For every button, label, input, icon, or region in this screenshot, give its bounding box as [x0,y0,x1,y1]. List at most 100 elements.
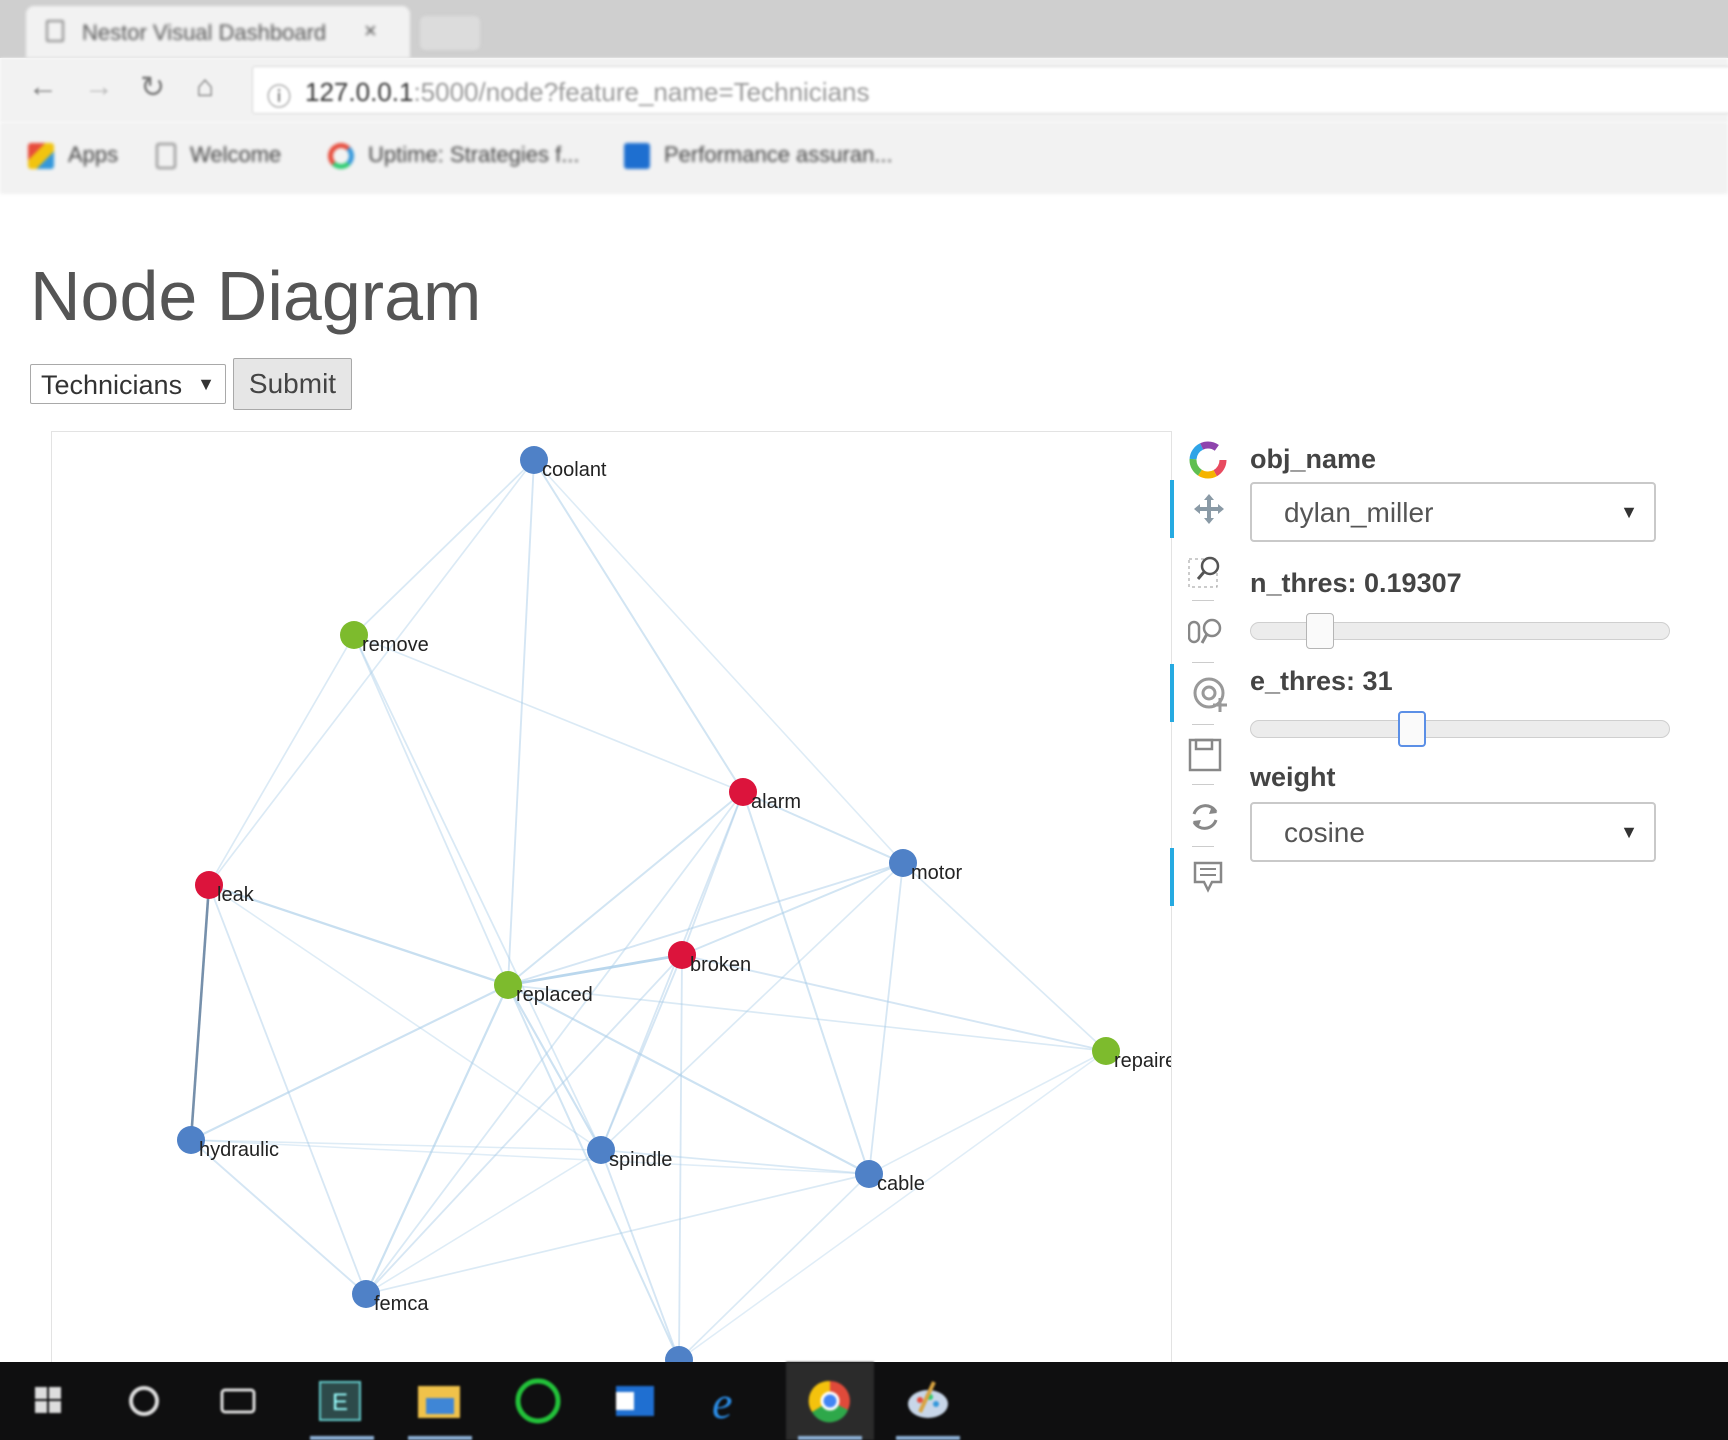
node-marker[interactable] [494,971,522,999]
edge-alarm-spindle [600,791,744,1151]
reset-tool-icon[interactable] [1170,788,1234,846]
chrome-icon[interactable] [786,1362,874,1440]
node-remove[interactable]: remove [340,621,429,656]
node-marker[interactable] [177,1126,205,1154]
n-thres-label: n_thres: 0.19307 [1250,568,1462,598]
submit-button[interactable]: Submit [233,358,352,410]
bookmark-welcome[interactable]: Welcome [156,142,281,170]
pan-tool-icon[interactable] [1170,480,1234,538]
edge-replaced-leak [208,883,509,987]
edge-alarm-remove [353,634,744,793]
node-label: spindle [609,1149,672,1171]
bookmark-apps[interactable]: Apps [28,142,118,170]
node-diagram-plot[interactable]: coolant remove alarm motor leak broken replace… [51,431,1172,1440]
bookmark-performance[interactable]: Performance assuran... [624,142,893,170]
node-broken[interactable]: broken [668,941,751,976]
home-icon[interactable]: ⌂ [196,70,215,103]
node-leak[interactable]: leak [195,871,255,906]
node-femca[interactable]: femca [352,1280,429,1315]
edge-leak-femca [208,884,367,1295]
chevron-down-icon: ▼ [197,374,215,394]
bookmarks-bar: Apps Welcome Uptime: Strategies f... Per… [0,122,1728,194]
node-spindle[interactable]: spindle [587,1136,672,1171]
node-marker[interactable] [587,1136,615,1164]
n-thres-slider[interactable] [1250,613,1670,649]
network-graph[interactable]: coolant remove alarm motor leak broken replace… [52,432,1172,1440]
edge-alarm-femca [365,791,744,1295]
e-thres-slider-handle[interactable] [1398,711,1426,747]
node-marker[interactable] [729,778,757,806]
node-replaced[interactable]: replaced [494,971,593,1006]
edge-broken-bottom [678,954,683,1361]
edge-coolant-remove [353,459,535,636]
feature-select[interactable]: Technicians ▼ [30,364,226,404]
bokeh-logo-icon[interactable] [1170,428,1234,486]
address-bar[interactable]: ⓘ 127.0.0.1:5000/node?feature_name=Techn… [252,66,1728,114]
feature-select-value: Technicians [41,370,183,400]
node-marker[interactable] [889,849,917,877]
node-motor[interactable]: motor [889,849,962,884]
edge-cable-bottom [678,1173,870,1361]
node-cable[interactable]: cable [855,1160,925,1195]
edge-broken-alarm [681,791,744,956]
new-tab-button[interactable] [420,16,480,50]
internet-explorer-icon[interactable]: e [690,1362,778,1440]
windows-start-icon[interactable] [4,1362,92,1440]
node-label: hydraulic [199,1139,279,1161]
node-label: motor [911,862,962,884]
back-arrow-icon[interactable]: ← [28,70,58,103]
node-marker[interactable] [668,941,696,969]
tap-tool-icon[interactable] [1170,664,1234,722]
task-view-icon[interactable] [194,1362,282,1440]
node-label: replaced [516,984,593,1006]
edge-motor-cable [868,862,904,1175]
outlook-icon[interactable] [592,1362,680,1440]
browser-toolbar: ← → ↻ ⌂ ⓘ 127.0.0.1:5000/node?feature_na… [0,58,1728,122]
e-thres-label: e_thres: 31 [1250,666,1393,696]
node-marker[interactable] [520,446,548,474]
running-indicator [408,1436,472,1440]
edge-remove-leak [208,634,355,886]
node-repaired[interactable]: repaired [1092,1037,1172,1072]
edge-motor-spindle [600,862,904,1151]
box-zoom-tool-icon[interactable] [1170,542,1234,600]
node-marker[interactable] [855,1160,883,1188]
reload-icon[interactable]: ↻ [140,71,166,104]
edge-leak-hydraulic [189,884,211,1141]
running-indicator [310,1436,374,1440]
forward-arrow-icon[interactable]: → [84,70,114,103]
obj-name-label: obj_name [1250,444,1377,474]
wheel-zoom-tool-icon[interactable] [1170,604,1234,662]
paint-icon[interactable] [884,1362,972,1440]
weight-select[interactable]: cosine ▼ [1250,802,1656,862]
cortana-search-icon[interactable] [100,1362,188,1440]
edge-replaced-alarm [507,791,744,986]
close-tab-icon[interactable]: × [364,18,377,43]
edge-spindle-femca [365,1149,602,1295]
tool-separator [1192,600,1214,601]
node-marker[interactable] [340,621,368,649]
svg-text:e: e [712,1377,732,1428]
app-e-icon[interactable]: E [298,1362,386,1440]
bookmark-uptime[interactable]: Uptime: Strategies f... [328,142,580,170]
edge-replaced-broken [507,953,683,987]
node-marker[interactable] [352,1280,380,1308]
node-hydraulic[interactable]: hydraulic [177,1126,279,1161]
node-marker[interactable] [195,871,223,899]
save-tool-icon[interactable] [1170,726,1234,784]
e-thres-slider[interactable] [1250,711,1670,747]
green-ring-app-icon[interactable] [494,1362,582,1440]
edges-layer [189,459,1107,1361]
browser-tab[interactable]: Nestor Visual Dashboard × [26,6,410,58]
page-icon [156,143,176,170]
edge-coolant-leak [208,459,535,886]
edge-coolant-alarm [533,459,744,793]
node-marker[interactable] [1092,1037,1120,1065]
hover-tool-icon[interactable] [1170,848,1234,906]
n-thres-slider-handle[interactable] [1306,613,1334,649]
obj-name-select[interactable]: dylan_miller ▼ [1250,482,1656,542]
node-coolant[interactable]: coolant [520,446,607,481]
running-indicator [896,1436,960,1440]
file-explorer-icon[interactable] [396,1362,484,1440]
node-alarm[interactable]: alarm [729,778,801,813]
